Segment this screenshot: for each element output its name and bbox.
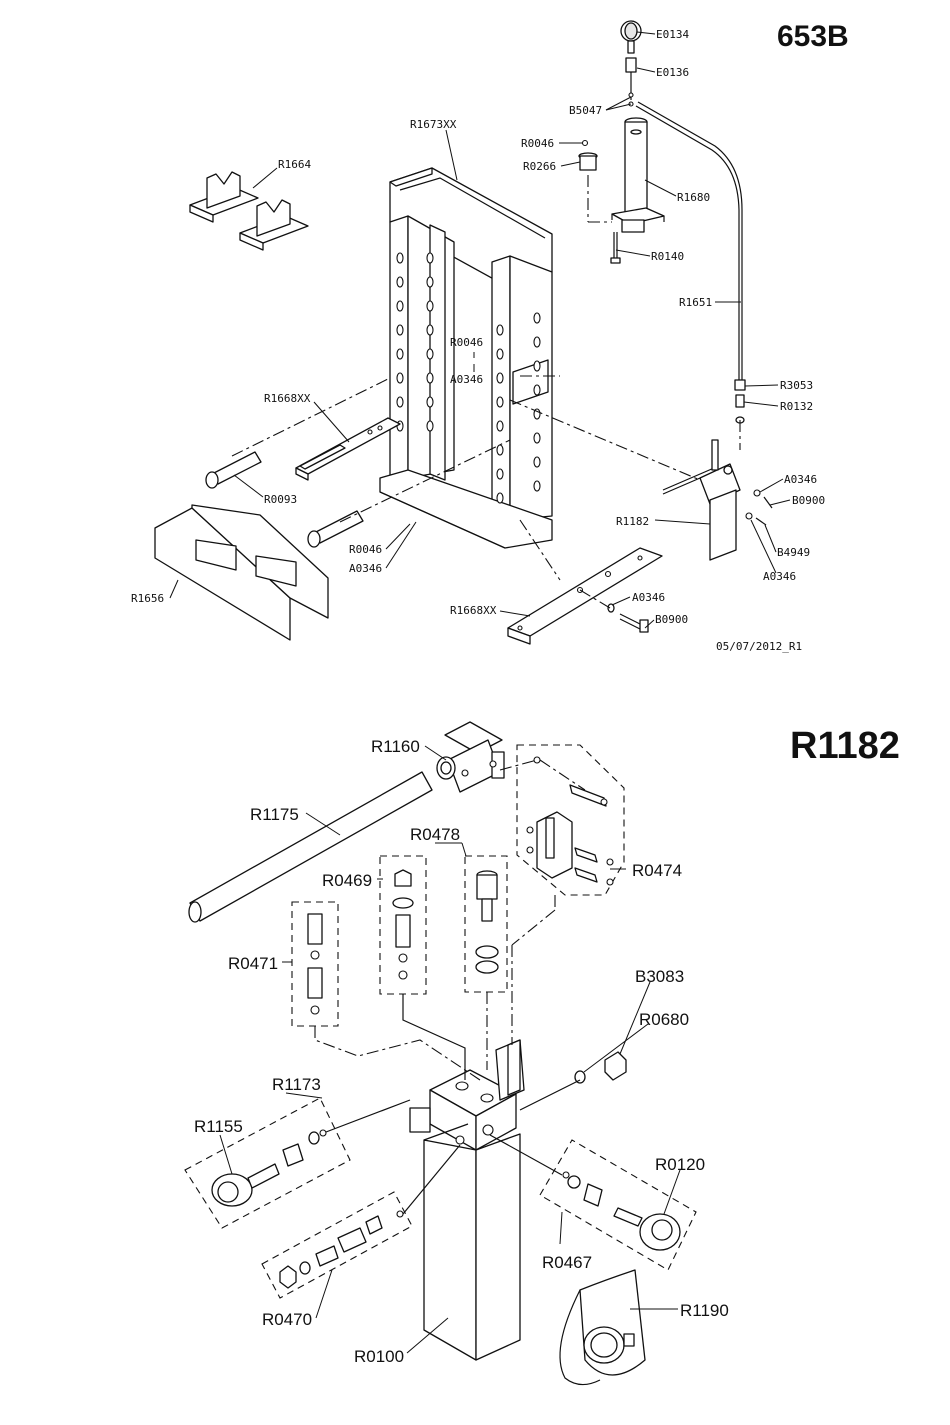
label-pouch xyxy=(560,1270,645,1385)
label-a0346-bed: A0346 xyxy=(632,591,665,604)
label-r0474: R0474 xyxy=(632,861,682,880)
valve-block xyxy=(410,1040,524,1150)
label-b3083: B3083 xyxy=(635,967,684,986)
v-blocks xyxy=(190,172,308,250)
label-r0100: R0100 xyxy=(354,1347,404,1366)
label-r0471: R0471 xyxy=(228,954,278,973)
label-r1160: R1160 xyxy=(371,737,420,756)
saddle xyxy=(579,141,612,223)
label-r1651: R1651 xyxy=(679,296,712,309)
label-r1668xx-right: R1668XX xyxy=(450,604,497,617)
label-r1182-top: R1182 xyxy=(616,515,649,528)
label-r1664: R1664 xyxy=(278,158,311,171)
label-r0467: R0467 xyxy=(542,1253,592,1272)
label-r1175: R1175 xyxy=(250,805,299,824)
label-a0346-bottom: A0346 xyxy=(349,562,382,575)
label-a0346-pump-top: A0346 xyxy=(784,473,817,486)
label-r0120: R0120 xyxy=(655,1155,705,1174)
bolt-bottom xyxy=(608,604,648,632)
pressure-gauge xyxy=(621,21,641,106)
label-r0478: R0478 xyxy=(410,825,460,844)
piston-kit xyxy=(465,856,507,992)
reservoir xyxy=(424,1124,520,1360)
cylinder-bolt xyxy=(611,232,620,263)
label-r1680: R1680 xyxy=(677,191,710,204)
diagram-r1182: R1182 R1160 R1175 R0478 R0474 R0469 R047… xyxy=(185,722,900,1385)
label-r3053: R3053 xyxy=(780,379,813,392)
label-b0900-pump: B0900 xyxy=(792,494,825,507)
hydraulic-cylinder xyxy=(612,118,664,232)
label-a0346-pump-bottom: A0346 xyxy=(763,570,796,583)
press-plates xyxy=(155,505,328,640)
label-r0046-top: R0046 xyxy=(521,137,554,150)
label-r1673xx: R1673XX xyxy=(410,118,457,131)
label-r0266: R0266 xyxy=(523,160,556,173)
label-r1173: R1173 xyxy=(272,1075,321,1094)
bed-pin-lower xyxy=(308,511,363,547)
diagram-653b: 653B 05/07/2012_R1 E0134 E0136 B5047 R00… xyxy=(131,20,849,653)
press-frame xyxy=(380,168,552,548)
label-r0140: R0140 xyxy=(651,250,684,263)
label-r0469: R0469 xyxy=(322,871,372,890)
relief-valve-kit xyxy=(262,1192,412,1298)
plug-and-seal xyxy=(575,1052,626,1083)
label-r1668xx-left: R1668XX xyxy=(264,392,311,405)
label-b4949: B4949 xyxy=(777,546,810,559)
label-r1656: R1656 xyxy=(131,592,164,605)
label-r0046-bottom: R0046 xyxy=(349,543,382,556)
diagram-title-653b: 653B xyxy=(777,20,849,53)
hand-pump xyxy=(663,440,740,560)
label-a0346-frame: A0346 xyxy=(450,373,483,386)
bed-pin-upper xyxy=(206,452,261,488)
label-r0046-frame: R0046 xyxy=(450,336,483,349)
date-code: 05/07/2012_R1 xyxy=(716,640,802,653)
label-b0900-bed: B0900 xyxy=(655,613,688,626)
linkage-kit xyxy=(517,745,624,895)
pump-hardware xyxy=(746,490,772,525)
bed-channel-left xyxy=(296,418,400,480)
label-b5047: B5047 xyxy=(569,104,602,117)
label-e0134: E0134 xyxy=(656,28,689,41)
check-valve-kit xyxy=(292,902,338,1026)
label-r0132: R0132 xyxy=(780,400,813,413)
label-e0136: E0136 xyxy=(656,66,689,79)
label-r1155: R1155 xyxy=(194,1117,243,1136)
release-valve-kit xyxy=(380,856,426,994)
diagram-title-r1182: R1182 xyxy=(790,725,900,767)
handle-socket xyxy=(437,722,504,792)
label-r0680: R0680 xyxy=(639,1010,689,1029)
label-r0093: R0093 xyxy=(264,493,297,506)
label-r1190: R1190 xyxy=(680,1301,729,1320)
label-r0470: R0470 xyxy=(262,1310,312,1329)
